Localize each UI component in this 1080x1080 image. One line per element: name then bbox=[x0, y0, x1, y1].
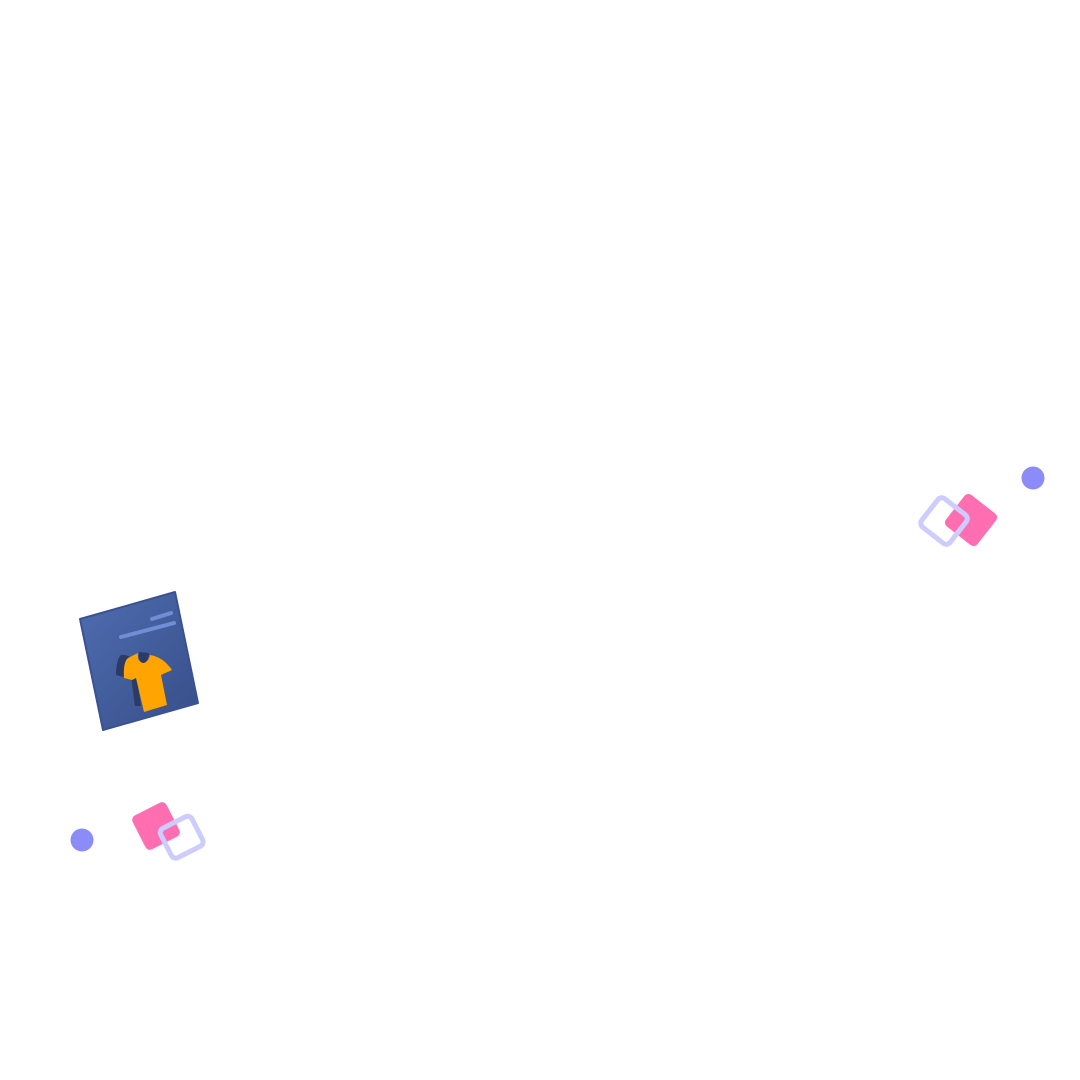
card-line-short bbox=[150, 611, 173, 621]
card-line-long bbox=[119, 621, 176, 639]
tshirt-body bbox=[123, 653, 172, 712]
outline-square-icon bbox=[157, 813, 206, 861]
dot-icon bbox=[70, 828, 94, 852]
outline-square-icon bbox=[918, 495, 970, 547]
shirt-card-icon bbox=[79, 591, 199, 731]
top-right-decoration bbox=[918, 466, 1045, 547]
tshirt-collar bbox=[138, 652, 149, 663]
bottom-left-decoration bbox=[70, 802, 206, 861]
filled-square-icon bbox=[132, 802, 180, 850]
tshirt-icon bbox=[116, 652, 172, 712]
dot-icon bbox=[1021, 466, 1045, 490]
